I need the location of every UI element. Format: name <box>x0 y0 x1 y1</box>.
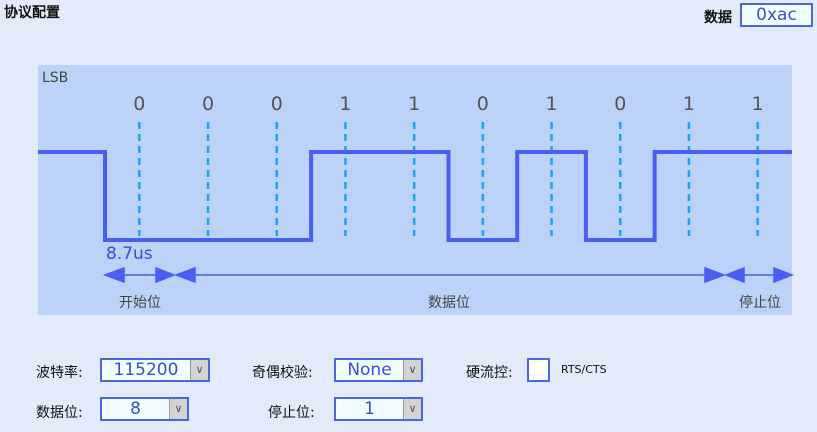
baud-value: 115200 <box>113 360 179 380</box>
stopbits-select[interactable]: 1∨ <box>334 397 423 421</box>
parity-value: None <box>347 360 392 380</box>
flow-control-option: RTS/CTS <box>561 363 607 376</box>
bit-value-label: 1 <box>546 93 558 115</box>
databits-select[interactable]: 8∨ <box>100 397 189 421</box>
bit-value-label: 1 <box>339 93 351 115</box>
stopbits-value: 1 <box>364 399 375 419</box>
bit-value-label: 1 <box>683 93 695 115</box>
databits-label: 数据位: <box>36 405 83 421</box>
bit-value-label: 0 <box>614 93 626 115</box>
chevron-down-icon[interactable]: ∨ <box>169 399 187 419</box>
bit-value-label: 1 <box>408 93 420 115</box>
baud-label: 波特率: <box>36 365 83 381</box>
lsb-label: LSB <box>42 70 68 86</box>
chevron-down-icon[interactable]: ∨ <box>403 399 421 419</box>
stopbits-label: 停止位: <box>268 405 315 421</box>
bit-value-label: 0 <box>133 93 145 115</box>
timing-diagram: LSB 0 0 0 1 1 0 1 0 1 1 8.7us 开始位 数据位 停止位 <box>38 65 795 315</box>
bit-value-label: 0 <box>477 93 489 115</box>
data-bits-arrow <box>173 266 727 284</box>
bit-value-label: 0 <box>202 93 214 115</box>
bit-value-label: 0 <box>271 93 283 115</box>
parity-label: 奇偶校验: <box>252 365 313 381</box>
parity-select[interactable]: None ∨ <box>334 358 423 382</box>
stop-bit-label: 停止位 <box>739 294 781 311</box>
baud-select[interactable]: 115200 ∨ <box>100 358 210 382</box>
flow-control-checkbox[interactable] <box>527 358 550 382</box>
chevron-down-icon[interactable]: ∨ <box>403 360 421 380</box>
data-label: 数据 <box>704 10 732 26</box>
data-bits-label: 数据位 <box>428 295 470 311</box>
bit-time-label: 8.7us <box>106 244 153 264</box>
flow-control-label: 硬流控: <box>466 365 513 381</box>
start-bit-label: 开始位 <box>119 295 161 311</box>
bit-value-label: 1 <box>752 93 764 115</box>
chevron-down-icon[interactable]: ∨ <box>190 360 208 380</box>
page-title: 协议配置 <box>4 5 60 21</box>
stop-bit-arrow <box>723 266 795 284</box>
start-bit-arrow <box>102 266 177 284</box>
waveform <box>38 150 792 242</box>
data-value-input[interactable]: 0xac <box>740 3 813 27</box>
databits-value: 8 <box>130 399 141 419</box>
